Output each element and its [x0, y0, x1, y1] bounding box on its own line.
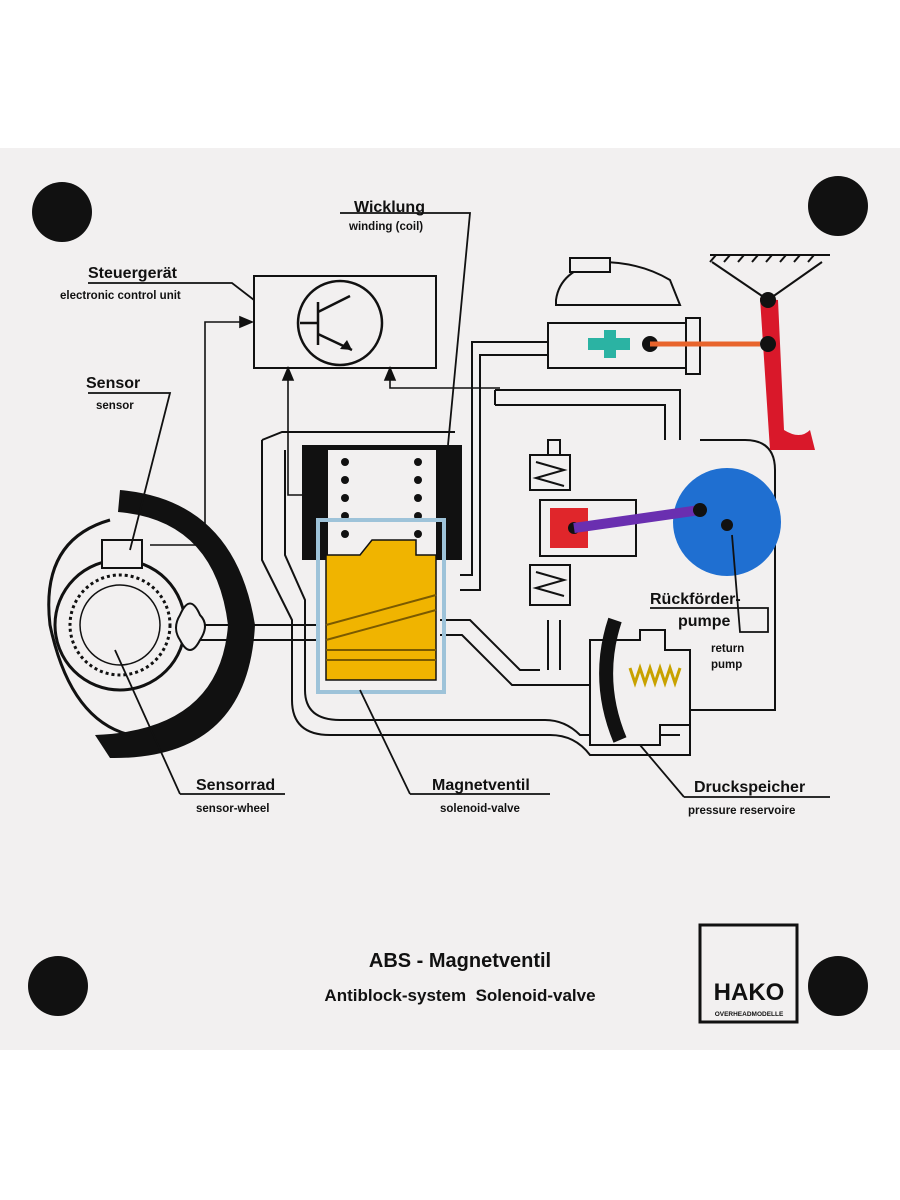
label-return-2: pump — [711, 659, 742, 671]
wheel-hub — [53, 558, 187, 692]
label-sensor-de: Sensor — [86, 375, 140, 392]
label-solenoid-valve: solenoid-valve — [440, 803, 520, 815]
pump-rod — [573, 505, 701, 533]
diagram-subtitle: Antiblock-system Solenoid-valve — [324, 986, 595, 1005]
label-sensorrad: Sensorrad — [196, 777, 275, 794]
brake-pedal — [709, 254, 830, 450]
coil-windings — [341, 458, 422, 538]
solenoid-assembly — [302, 445, 462, 694]
control-unit — [253, 275, 437, 369]
label-sensor-wheel: sensor-wheel — [196, 803, 270, 815]
labels: Wicklung winding (coil) Steuergerät elec… — [60, 199, 805, 1005]
label-rueckfoerder-2: pumpe — [678, 613, 731, 630]
return-pump-assembly — [529, 454, 781, 606]
mounting-hole-bottom-right — [808, 956, 868, 1016]
label-pressure-reservoire: pressure reservoire — [688, 805, 795, 817]
transistor-symbol — [296, 279, 384, 367]
label-ecu: electronic control unit — [60, 290, 181, 302]
label-winding: winding (coil) — [348, 221, 423, 233]
wheel-nut — [175, 602, 206, 651]
label-return-1: return — [711, 643, 744, 655]
label-wicklung: Wicklung — [354, 199, 425, 216]
sensor-wheel-assembly — [47, 490, 255, 759]
logo-name: HAKO — [714, 979, 785, 1006]
signal-lines — [150, 315, 500, 546]
leader-lines — [88, 212, 830, 798]
master-cylinder-piston — [588, 330, 630, 358]
toothed-ring — [68, 573, 172, 677]
valve-housing — [316, 518, 446, 694]
mounting-hole-top-right — [808, 176, 868, 236]
logo-tagline: OVERHEADMODELLE — [715, 1011, 784, 1018]
sensor-head — [101, 539, 143, 569]
hako-logo: HAKO OVERHEADMODELLE — [698, 923, 799, 1024]
label-sensor-en: sensor — [96, 400, 134, 412]
diagram-title: ABS - Magnetventil — [369, 950, 551, 972]
label-druckspeicher: Druckspeicher — [694, 779, 805, 796]
pressure-reservoir — [589, 617, 691, 746]
hydraulic-lines — [200, 341, 776, 756]
mounting-hole-top-left — [32, 182, 92, 242]
label-steuergeraet: Steuergerät — [88, 265, 178, 282]
mounting-hole-bottom-left — [28, 956, 88, 1016]
reservoir-spring — [628, 663, 682, 688]
label-rueckfoerder-1: Rückförder- — [650, 591, 741, 608]
label-magnetventil: Magnetventil — [432, 777, 530, 794]
reservoir-piston — [599, 617, 627, 743]
master-cylinder — [547, 257, 760, 375]
